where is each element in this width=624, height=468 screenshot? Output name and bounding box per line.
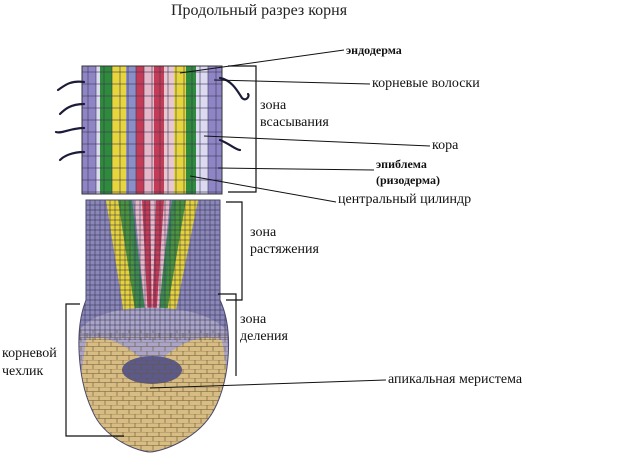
label-epiblema-line1: эпиблема: [376, 157, 427, 171]
label-endoderm: эндодерма: [346, 43, 402, 57]
root-outline: [78, 199, 229, 453]
label-elongation-zone-line1: зона: [250, 225, 277, 240]
label-absorption-zone-line2: всасывания: [260, 115, 329, 130]
leader-lines: [149, 49, 431, 389]
label-root-cap-line1: корневой: [2, 346, 57, 361]
label-division-zone-line2: деления: [240, 329, 288, 344]
root-hairs-left: [54, 80, 86, 162]
root-cap-bracket: [65, 303, 124, 437]
elongation-division-body: [78, 200, 229, 452]
label-elongation-zone-line2: растяжения: [250, 242, 319, 257]
label-root-hairs: корневые волоски: [372, 76, 480, 91]
label-central-cylinder: центральный цилиндр: [338, 192, 472, 207]
label-root-cap-line2: чехлик: [2, 364, 44, 379]
label-division-zone-line1: зона: [240, 312, 267, 327]
label-apical-meristem: апикальная меристема: [388, 372, 523, 387]
division-zone-bracket: [218, 293, 237, 376]
root-hairs-right: [218, 76, 250, 152]
absorption-zone-bracket: [228, 65, 257, 193]
label-epiblema-line2: (ризодерма): [376, 173, 440, 187]
label-cortex: кора: [432, 138, 459, 153]
absorption-zone-block: [81, 65, 223, 195]
diagram-title: Продольный разрез корня: [171, 2, 348, 19]
label-absorption-zone-line1: зона: [260, 98, 287, 113]
elongation-zone-bracket: [226, 201, 243, 301]
